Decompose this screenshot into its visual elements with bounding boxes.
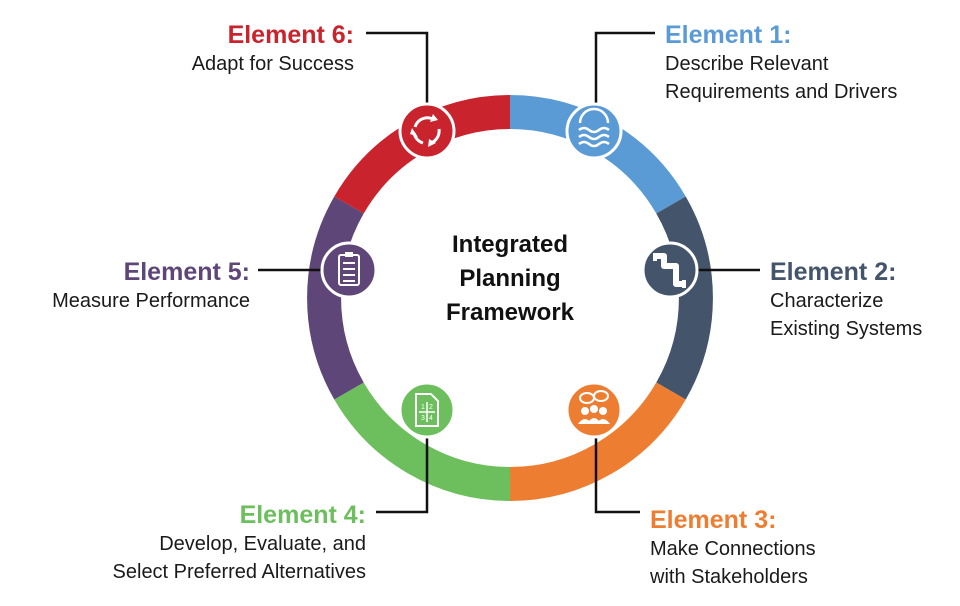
element-4-description-line: Select Preferred Alternatives	[112, 561, 366, 583]
ring-segment-element-5	[307, 196, 364, 400]
element-1-description-line: Describe Relevant	[665, 53, 829, 75]
element-3-description-line: Make Connections	[650, 538, 816, 560]
element-5-description: Measure Performance	[52, 290, 250, 312]
element-4-description-line: Develop, Evaluate, and	[159, 533, 366, 555]
leader-line-element-4	[376, 436, 429, 514]
element-1-description-line: Requirements and Drivers	[665, 81, 898, 103]
stakeholders-icon	[565, 381, 623, 439]
svg-text:3: 3	[421, 415, 425, 422]
framework-center-title: Integrated Planning Framework	[405, 228, 615, 330]
pipes-icon	[641, 241, 699, 299]
center-title-line: Framework	[445, 299, 575, 326]
element-3-description-line: with Stakeholders	[650, 566, 808, 588]
clipboard-checklist-icon	[320, 241, 378, 299]
element-4-label: Element 4: Develop, Evaluate, and Select…	[113, 500, 366, 586]
element-3-title: Element 3:	[650, 506, 777, 534]
element-1-label: Element 1: Describe Relevant Requirement…	[665, 20, 897, 106]
element-2-description-line: Existing Systems	[770, 318, 923, 340]
ring-segment-element-4	[334, 382, 511, 501]
leader-line-element-3	[594, 436, 640, 514]
element-2-description-line: Characterize	[770, 290, 884, 312]
ring-segment-element-3	[509, 382, 686, 501]
numbered-grid-document-icon: 1 2 3 4	[398, 381, 456, 439]
svg-text:4: 4	[429, 415, 433, 422]
element-5-label: Element 5: Measure Performance	[52, 257, 250, 315]
water-waves-icon	[565, 102, 623, 160]
leader-line-element-1	[594, 31, 655, 106]
element-6-description: Adapt for Success	[191, 53, 354, 75]
element-2-title: Element 2:	[770, 258, 897, 286]
svg-text:1: 1	[421, 404, 425, 411]
element-2-label: Element 2: Characterize Existing Systems	[770, 257, 922, 343]
ring-segment-element-2	[656, 196, 713, 400]
leader-line-element-6	[366, 31, 429, 106]
center-title-line: Integrated	[451, 231, 568, 258]
element-1-title: Element 1:	[665, 21, 792, 49]
cycle-arrows-icon	[398, 102, 456, 160]
element-3-label: Element 3: Make Connections with Stakeho…	[650, 505, 816, 591]
svg-text:2: 2	[429, 404, 433, 411]
element-6-title: Element 6:	[227, 21, 354, 49]
element-5-title: Element 5:	[123, 258, 250, 286]
element-4-title: Element 4:	[239, 501, 366, 529]
center-title-line: Planning	[459, 265, 561, 292]
leader-lines	[258, 31, 760, 514]
element-6-label: Element 6: Adapt for Success	[192, 20, 354, 78]
